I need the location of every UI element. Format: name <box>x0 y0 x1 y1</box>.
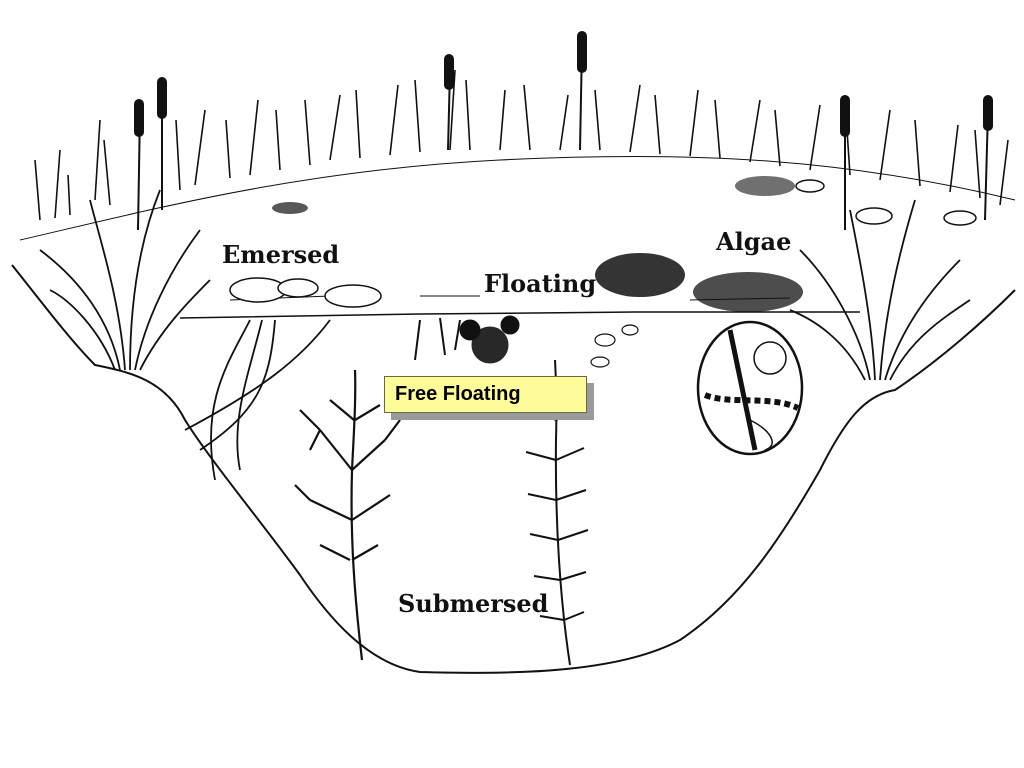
submersed-branching-plant <box>294 369 401 661</box>
free-floating-callout: Free Floating <box>384 376 587 413</box>
shoreline-grass <box>34 69 1009 221</box>
left-emergent-clump <box>39 189 211 371</box>
lily-pads <box>229 179 977 308</box>
pond-basin <box>11 264 1016 674</box>
label-floating: Floating <box>484 269 596 298</box>
free-floating-callout-text: Free Floating <box>395 383 521 405</box>
cattails <box>134 31 993 231</box>
emersed-roots <box>184 319 331 481</box>
label-algae: Algae <box>715 227 791 256</box>
label-submersed: Submersed <box>398 589 549 618</box>
algae-mats <box>272 176 803 312</box>
algae-magnification-inset <box>696 320 804 456</box>
free-floating-plants <box>414 315 639 368</box>
right-emergent-clump <box>789 199 971 381</box>
label-emersed: Emersed <box>222 240 339 269</box>
